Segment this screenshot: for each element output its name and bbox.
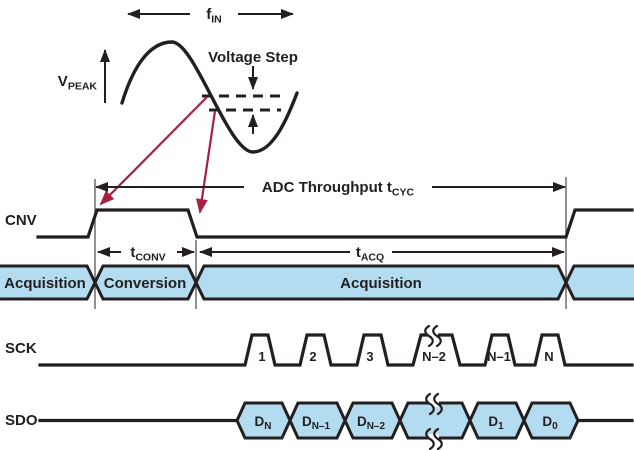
voltage-step-label: Voltage Step [208, 49, 298, 66]
voltage-step-annotation: Voltage Step [202, 49, 298, 134]
sck-clock-n-2: N–2 [422, 349, 446, 364]
sdo-break-symbol [425, 392, 443, 450]
sck-clock-1: 1 [258, 349, 265, 364]
phase-segment-next [564, 264, 634, 301]
sck-clock-2: 2 [309, 349, 316, 364]
sdo-bit-label-d0: D0 [542, 414, 558, 432]
cnv-signal-label: CNV [5, 212, 37, 229]
sck-waveform [38, 333, 634, 367]
phase-label-acquisition-1: Acquisition [4, 275, 86, 292]
sdo-signal-label: SDO [5, 412, 38, 429]
vpeak-dimension: VPEAK [58, 49, 110, 103]
tconv-dimension: tCONV [97, 244, 195, 264]
sck-clock-n: N [544, 349, 553, 364]
fin-label: fIN [206, 6, 222, 26]
tacq-dimension: tACQ [199, 244, 565, 264]
sdo-bit-d0 [522, 401, 580, 440]
tconv-label: tCONV [130, 244, 165, 264]
vpeak-label: VPEAK [58, 73, 98, 93]
sck-clock-numbers: 1 2 3 N–2 N–1 N [258, 349, 553, 364]
sdo-data-bus: DN DN–1 DN–2 D1 D0 [235, 392, 580, 450]
phase-bar: Acquisition Conversion Acquisition [0, 264, 634, 301]
sck-break-symbol [424, 324, 442, 348]
sdo-bit-label-d1: D1 [488, 414, 504, 432]
phase-label-conversion: Conversion [104, 275, 187, 292]
input-frequency-dimension: fIN [127, 6, 294, 26]
sdo-bit-label-dn: DN [255, 414, 272, 432]
tacq-label: tACQ [356, 244, 384, 264]
sck-clock-3: 3 [366, 349, 373, 364]
cnv-waveform [36, 208, 634, 239]
sample-point-arrows [99, 96, 217, 214]
sck-signal-label: SCK [5, 340, 37, 357]
sdo-bit-label-dn-1: DN–1 [302, 414, 331, 432]
timing-guide-lines [94, 177, 567, 309]
sck-clock-n-1: N–1 [487, 349, 511, 364]
tcyc-label: ADC Throughput tCYC [262, 179, 415, 199]
sdo-bit-label-dn-2: DN–2 [357, 414, 386, 432]
phase-segment-acquisition-1 [0, 264, 97, 301]
tcyc-dimension: ADC Throughput tCYC [95, 179, 566, 199]
phase-label-acquisition-2: Acquisition [340, 275, 422, 292]
